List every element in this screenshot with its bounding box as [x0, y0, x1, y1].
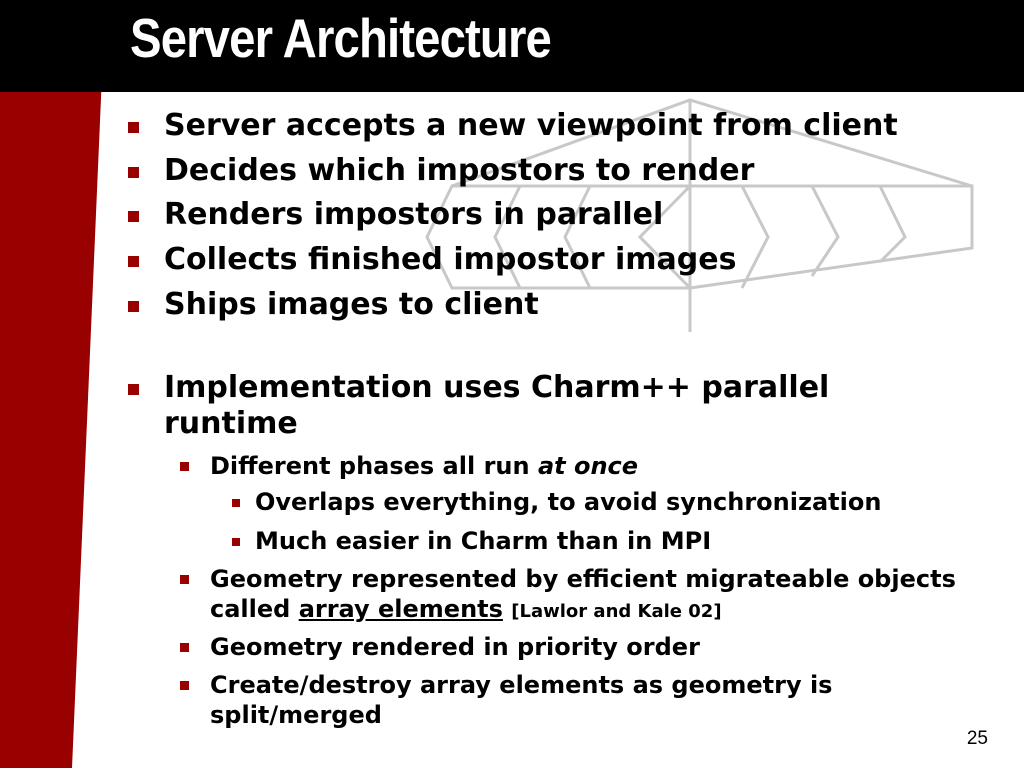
bullet-marker [180, 462, 189, 471]
bullet-item: Renders impostors in parallel [164, 197, 664, 232]
bullet-item: Implementation uses Charm++ parallel run… [164, 370, 830, 441]
page-number: 25 [966, 728, 988, 749]
bullet-item: Server accepts a new viewpoint from clie… [164, 108, 898, 143]
bullet-item: Ships images to client [164, 287, 539, 322]
array-elements-link[interactable]: array elements [298, 595, 503, 623]
slide-title: Server Architecture [130, 7, 552, 69]
bullet-item: Create/destroy array elements as geometr… [210, 671, 833, 729]
bullet-marker [232, 538, 240, 546]
bullet-item: Geometry represented by efficient migrat… [210, 564, 980, 627]
bullet-item: Different phases all run at once [210, 451, 638, 481]
bullet-item: Overlaps everything, to avoid synchroniz… [255, 488, 882, 516]
bullet-item: Geometry rendered in priority order [210, 633, 700, 661]
bullet-marker [232, 499, 240, 507]
bullet-marker [128, 256, 139, 267]
bullet-marker [128, 167, 139, 178]
bullet-marker [128, 301, 139, 312]
bullet-marker [180, 575, 189, 584]
bullet-item: Much easier in Charm than in MPI [255, 527, 712, 555]
bullet-item: Collects finished impostor images [164, 242, 737, 277]
bullet-text: Geometry represented by efficient migrat… [210, 565, 956, 623]
bullet-item: Decides which impostors to render [164, 153, 755, 188]
emphasis-text: at once [537, 452, 639, 480]
bullet-marker [180, 643, 189, 652]
bullet-marker [128, 211, 139, 222]
citation: [Lawlor and Kale 02] [511, 601, 722, 622]
title-band [0, 0, 1024, 92]
bullet-marker [128, 384, 139, 395]
bullet-marker [180, 681, 189, 690]
bullet-marker [128, 122, 139, 133]
bullet-text: Different phases all run [210, 452, 538, 480]
